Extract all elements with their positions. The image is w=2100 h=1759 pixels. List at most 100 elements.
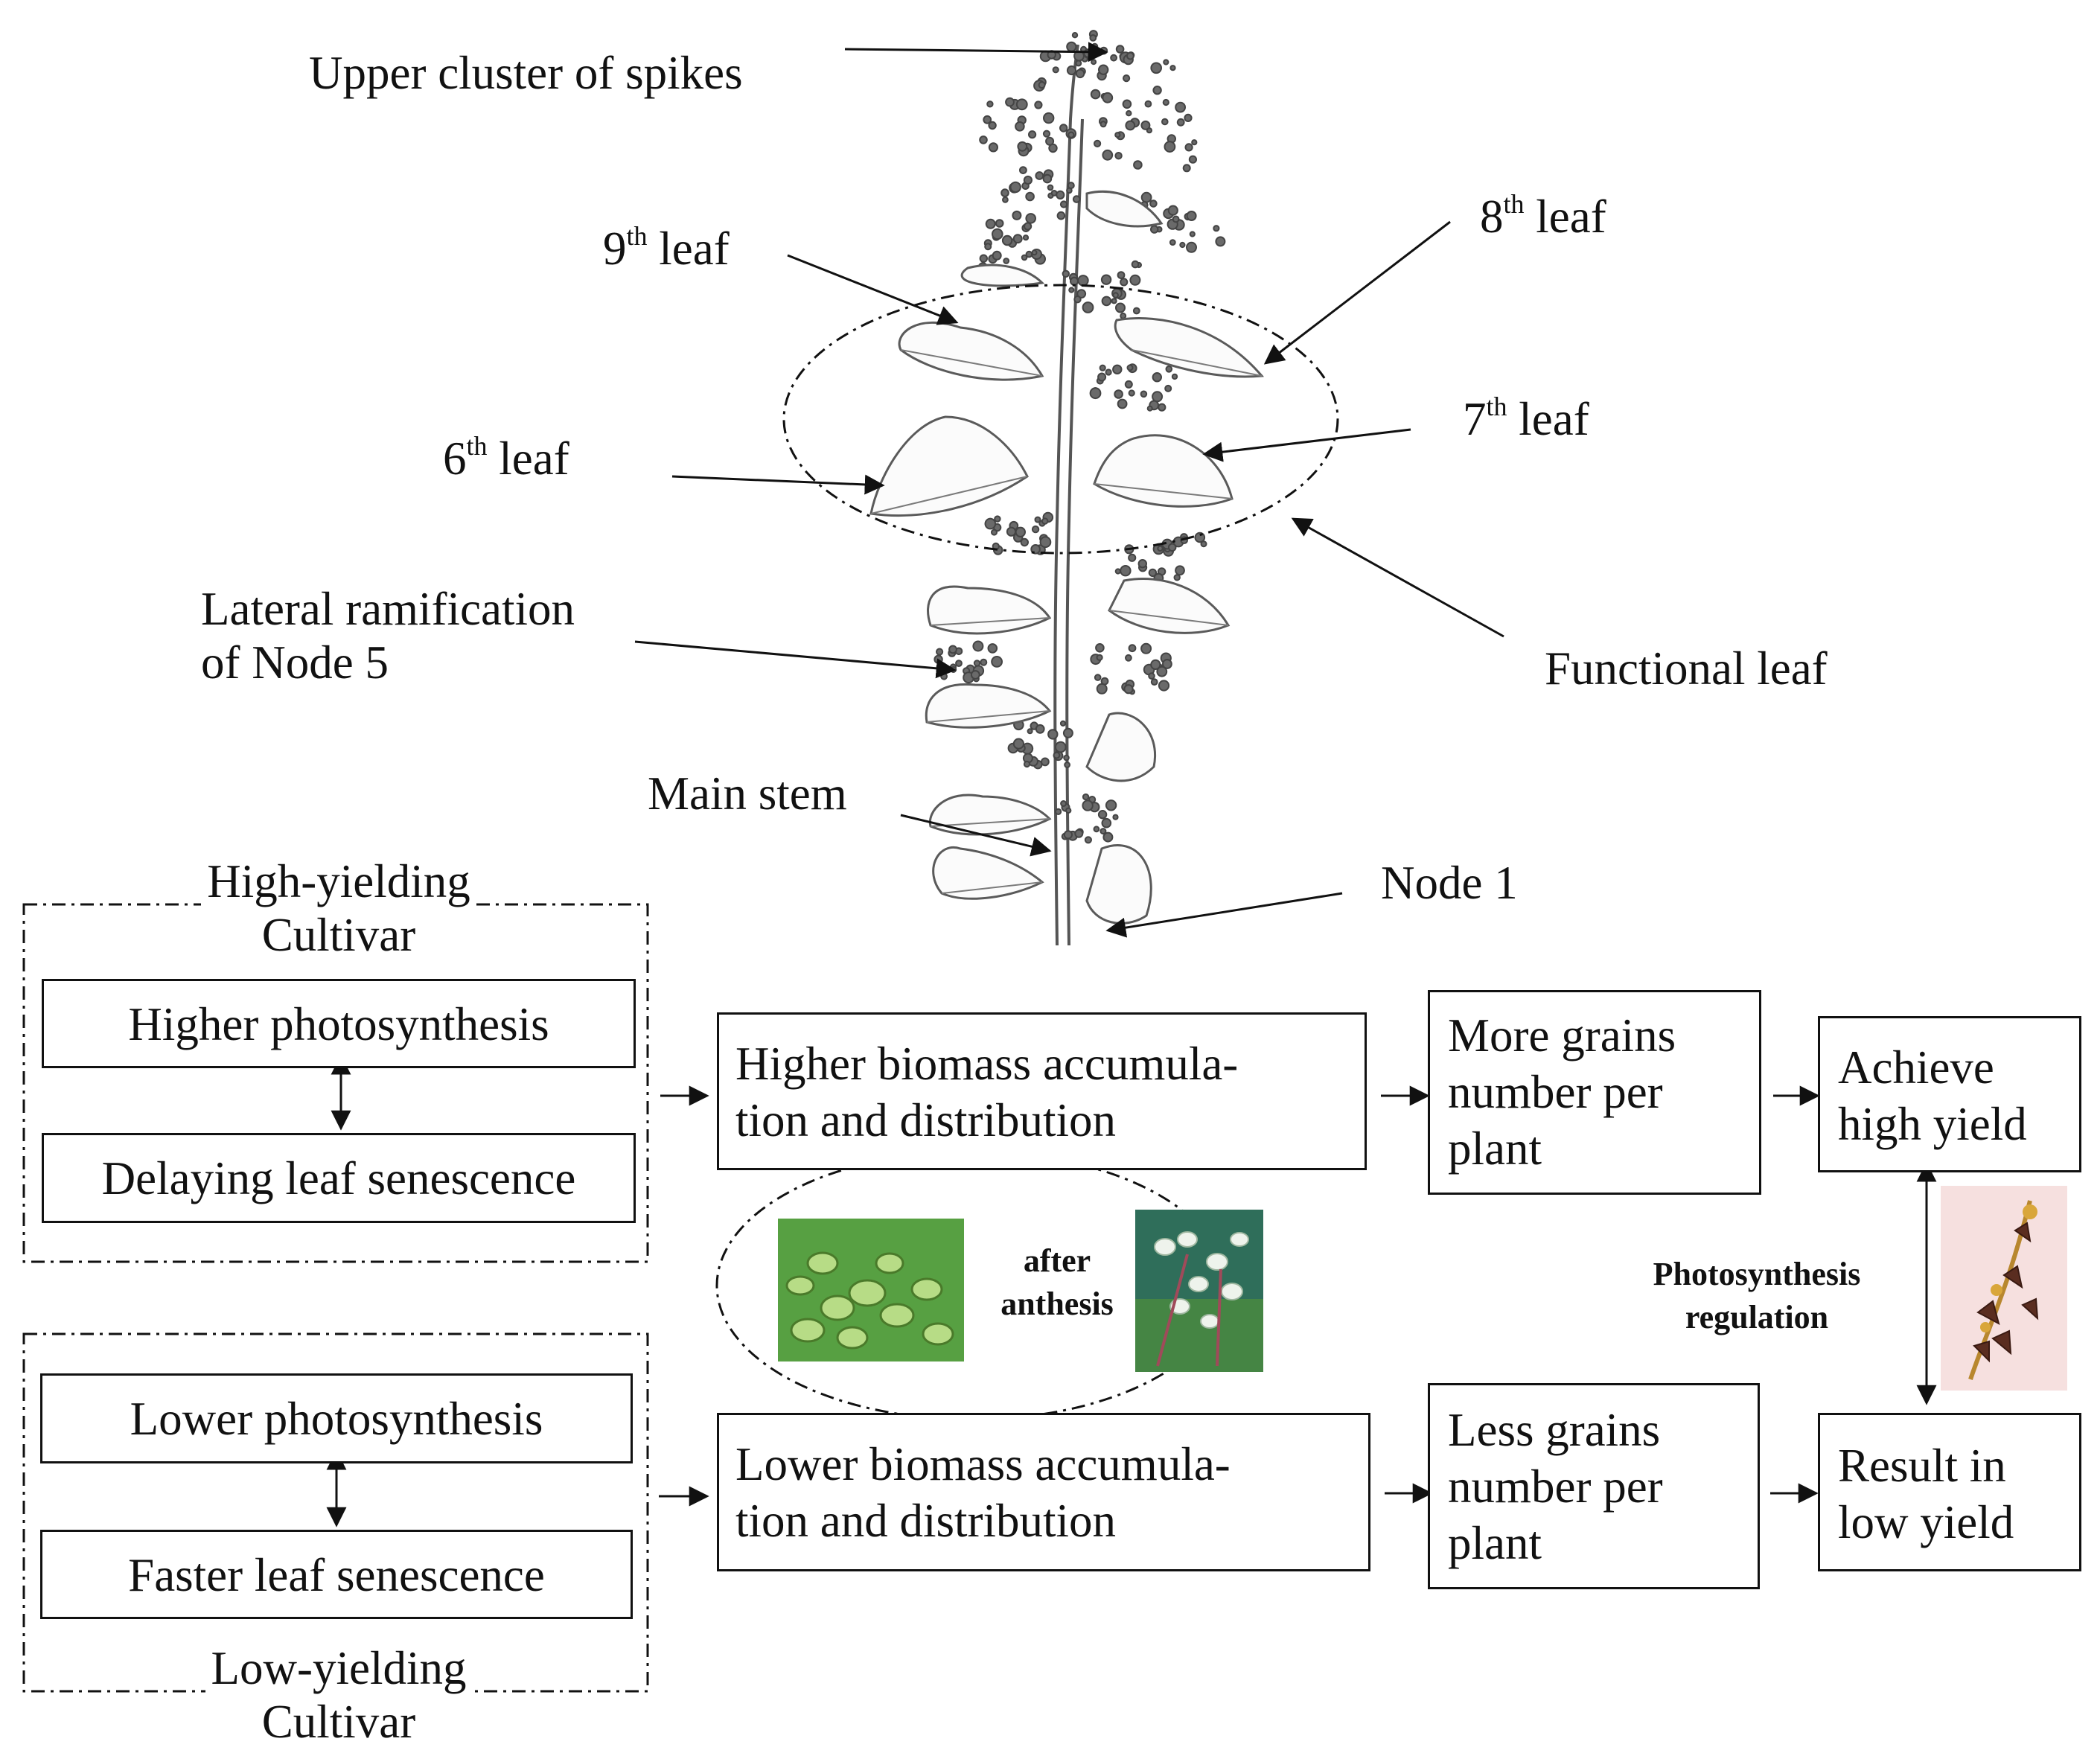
spike-floret bbox=[1045, 136, 1055, 146]
spike-floret bbox=[1150, 659, 1161, 671]
spike-floret bbox=[1059, 720, 1067, 727]
spike-floret bbox=[1070, 276, 1079, 286]
label-leaf-7: 7th leaf bbox=[1463, 392, 1589, 445]
spike-floret bbox=[1115, 302, 1126, 313]
spike-floret bbox=[1096, 654, 1103, 661]
label-functional-leaf: Functional leaf bbox=[1545, 642, 1828, 695]
result-low-yield-box: Result in low yield bbox=[1818, 1413, 2081, 1571]
spike-floret bbox=[1123, 74, 1131, 83]
spike-floret bbox=[985, 218, 996, 229]
spike-floret bbox=[1128, 389, 1135, 397]
spike-floret bbox=[1123, 684, 1134, 695]
spike-floret bbox=[1133, 160, 1143, 170]
spike-floret bbox=[1140, 191, 1152, 203]
spike-floret bbox=[1039, 536, 1052, 549]
white-flowers-photo bbox=[1135, 1210, 1263, 1372]
achieve-high-yield-box: Achieve high yield bbox=[1818, 1016, 2081, 1172]
spike-floret bbox=[979, 254, 989, 263]
spike-floret bbox=[1003, 258, 1010, 264]
spike-floret bbox=[994, 515, 1001, 523]
less-grains-box: Less grains number per plant bbox=[1428, 1383, 1760, 1589]
spike-floret bbox=[1126, 110, 1132, 117]
spike-floret bbox=[1191, 139, 1198, 146]
spike-floret bbox=[1012, 738, 1025, 750]
spike-floret bbox=[1175, 101, 1186, 113]
spike-floret bbox=[1063, 830, 1073, 840]
spike-floret bbox=[1146, 405, 1153, 412]
spike-floret bbox=[1152, 391, 1164, 403]
spike-floret bbox=[940, 672, 948, 680]
spike-floret bbox=[1129, 274, 1141, 286]
faster-senescence-box: Faster leaf senescence bbox=[40, 1530, 633, 1619]
spike-floret bbox=[1006, 526, 1017, 537]
spike-floret bbox=[1099, 364, 1106, 371]
spike-floret bbox=[1047, 729, 1059, 740]
spike-floret bbox=[1034, 516, 1041, 523]
spike-floret bbox=[1024, 222, 1033, 231]
spike-floret bbox=[1140, 642, 1152, 654]
lower-biomass-box: Lower biomass accumula- tion and distrib… bbox=[717, 1413, 1370, 1571]
spike-floret bbox=[1094, 674, 1102, 681]
spike-floret bbox=[1056, 211, 1066, 220]
spike-floret bbox=[1112, 364, 1123, 374]
spike-floret bbox=[1067, 131, 1075, 138]
spike-floret bbox=[988, 121, 997, 130]
spike-floret bbox=[1122, 99, 1132, 109]
leaf-6 bbox=[869, 415, 1029, 517]
spike-floret bbox=[1156, 665, 1168, 677]
spike-floret bbox=[1097, 372, 1107, 382]
spike-floret bbox=[1059, 200, 1068, 208]
spike-floret bbox=[1041, 517, 1049, 525]
spike-floret bbox=[1140, 390, 1148, 398]
spike-floret bbox=[1094, 139, 1102, 147]
spike-floret bbox=[1114, 389, 1123, 399]
lower-photosynthesis-box: Lower photosynthesis bbox=[40, 1373, 633, 1463]
spike-floret bbox=[1186, 241, 1197, 253]
spike-floret bbox=[1128, 553, 1137, 562]
spike-floret bbox=[1184, 113, 1193, 122]
spike-floret bbox=[1012, 234, 1023, 244]
leaf-9 bbox=[898, 321, 1044, 381]
photosynthesis-regulation-label: Photosynthesis regulation bbox=[1653, 1256, 1861, 1335]
spike-floret bbox=[1125, 120, 1136, 131]
spike-floret bbox=[1102, 149, 1114, 161]
spike-floret bbox=[1188, 155, 1198, 164]
spike-floret bbox=[1000, 188, 1009, 197]
spike-floret bbox=[1093, 826, 1100, 833]
spike-floret bbox=[1184, 143, 1193, 152]
flow-arrows bbox=[659, 1085, 1820, 1507]
spike-floret bbox=[1150, 678, 1158, 686]
higher-biomass-box: Higher biomass accumula- tion and distri… bbox=[717, 1012, 1367, 1170]
spike-floret bbox=[970, 670, 980, 680]
spike-floret bbox=[1161, 118, 1169, 126]
spike-floret bbox=[1002, 197, 1009, 203]
spike-floret bbox=[988, 142, 999, 153]
spike-floret bbox=[1062, 269, 1070, 278]
spike-floret bbox=[1073, 296, 1082, 304]
spike-floret bbox=[995, 219, 1004, 228]
spike-floret bbox=[1175, 565, 1185, 576]
spike-floret bbox=[1114, 132, 1121, 138]
spike-floret bbox=[1112, 814, 1119, 820]
spike-floret bbox=[1173, 574, 1181, 581]
spike-floret bbox=[1028, 130, 1037, 139]
spike-floret bbox=[1074, 829, 1084, 838]
pointer-arrows bbox=[634, 42, 1504, 938]
spike-floret bbox=[1100, 121, 1107, 128]
spike-floret bbox=[1164, 141, 1176, 153]
spike-floret bbox=[1052, 66, 1059, 74]
spike-floret bbox=[1072, 195, 1081, 203]
spike-floret bbox=[1047, 184, 1054, 191]
spike-floret bbox=[1042, 173, 1053, 184]
spike-floret bbox=[936, 648, 944, 656]
spike-floret bbox=[1067, 182, 1075, 190]
spike-floret bbox=[1164, 384, 1172, 392]
spike-floret bbox=[1089, 387, 1102, 400]
spike-floret bbox=[1171, 373, 1178, 380]
spike-floret bbox=[1158, 680, 1170, 692]
spike-floret bbox=[992, 250, 1002, 261]
spike-floret bbox=[1125, 654, 1132, 662]
spike-floret bbox=[1101, 296, 1112, 307]
spike-floret bbox=[1071, 32, 1079, 39]
